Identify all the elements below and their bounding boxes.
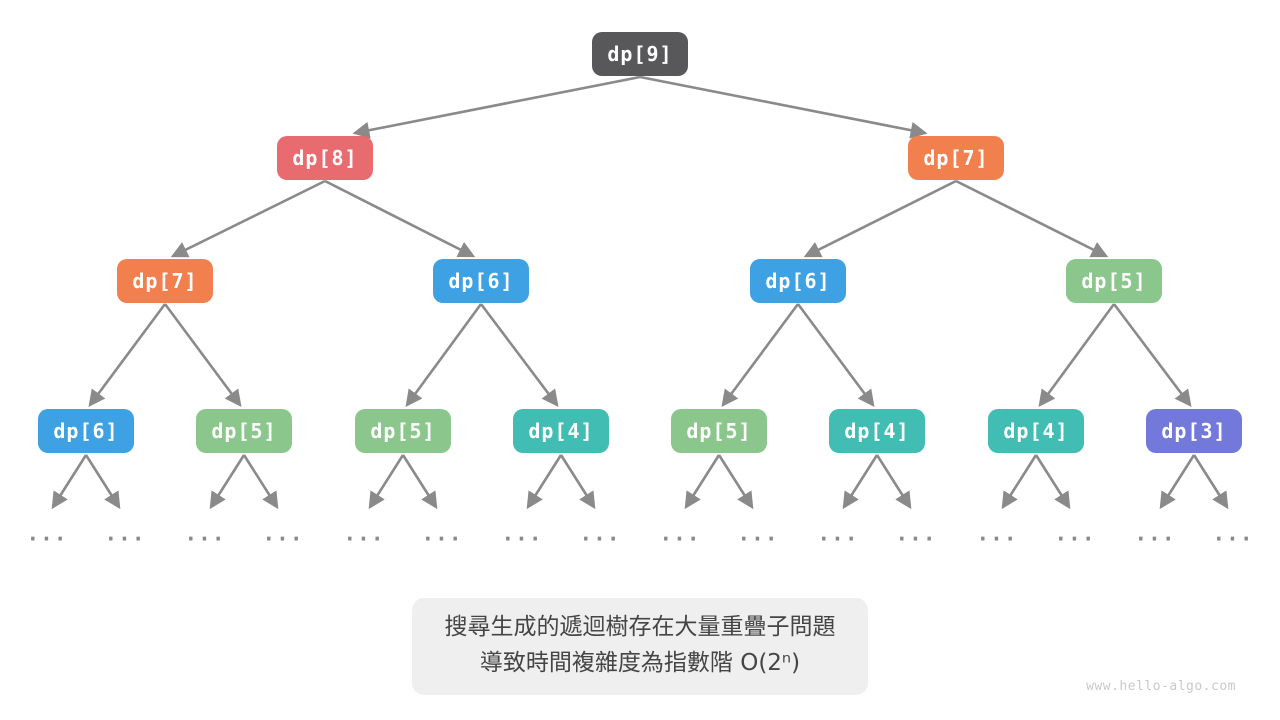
tree-node-dp9: dp[9] xyxy=(592,32,688,76)
tree-node-dp7: dp[7] xyxy=(117,259,213,303)
tree-node-dp5: dp[5] xyxy=(1066,259,1162,303)
tree-node-dp5: dp[5] xyxy=(671,409,767,453)
tree-node-dp6: dp[6] xyxy=(433,259,529,303)
tree-node-dp4: dp[4] xyxy=(829,409,925,453)
ellipsis: ... xyxy=(659,521,701,546)
ellipsis: ... xyxy=(104,521,146,546)
tree-node-dp5: dp[5] xyxy=(355,409,451,453)
ellipsis: ... xyxy=(184,521,226,546)
ellipsis: ... xyxy=(1054,521,1096,546)
tree-node-dp7: dp[7] xyxy=(908,136,1004,180)
ellipsis: ... xyxy=(579,521,621,546)
ellipsis: ... xyxy=(1212,521,1254,546)
ellipsis: ... xyxy=(895,521,937,546)
ellipsis: ... xyxy=(343,521,385,546)
caption-line-1: 搜尋生成的遞迴樹存在大量重疊子問題 xyxy=(444,614,836,640)
ellipsis: ... xyxy=(1134,521,1176,546)
tree-node-dp4: dp[4] xyxy=(988,409,1084,453)
ellipsis: ... xyxy=(976,521,1018,546)
tree-node-dp5: dp[5] xyxy=(196,409,292,453)
ellipsis: ... xyxy=(26,521,68,546)
ellipsis: ... xyxy=(737,521,779,546)
ellipsis: ... xyxy=(262,521,304,546)
tree-node-dp6: dp[6] xyxy=(38,409,134,453)
caption-box: 搜尋生成的遞迴樹存在大量重疊子問題 導致時間複雜度為指數階 O(2ⁿ) xyxy=(412,598,868,696)
tree-node-dp8: dp[8] xyxy=(277,136,373,180)
ellipsis: ... xyxy=(421,521,463,546)
tree-node-dp4: dp[4] xyxy=(513,409,609,453)
watermark: www.hello-algo.com xyxy=(1086,679,1236,694)
ellipsis: ... xyxy=(817,521,859,546)
tree-node-dp3: dp[3] xyxy=(1146,409,1242,453)
caption-line-2: 導致時間複雜度為指數階 O(2ⁿ) xyxy=(479,649,801,676)
tree-node-dp6: dp[6] xyxy=(750,259,846,303)
ellipsis: ... xyxy=(501,521,543,546)
